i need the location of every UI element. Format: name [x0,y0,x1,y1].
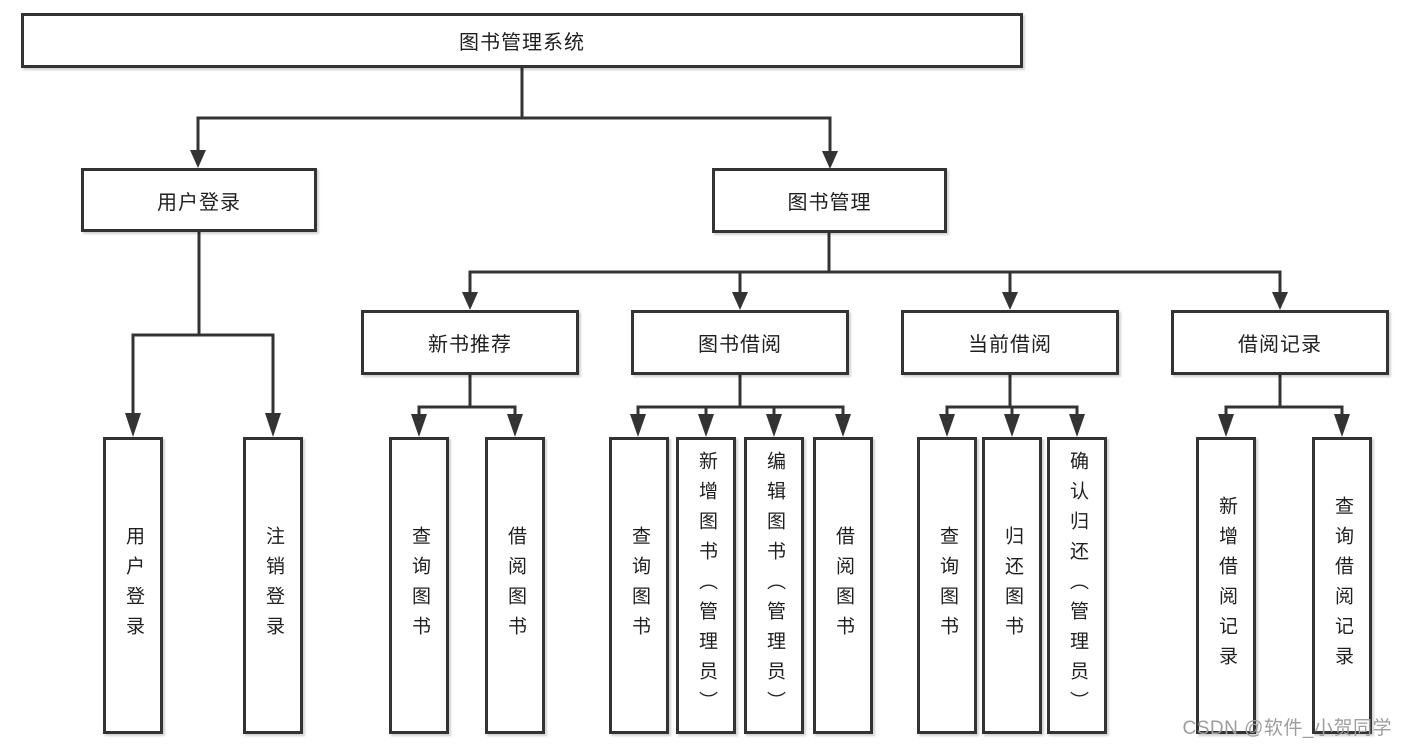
node-root-label: 图书管理系统 [459,32,585,54]
leaf-borrow-query-label: 查询图书 [628,525,650,646]
leaf-user-login: 用户登录 [103,437,163,734]
leaf-current-query-label: 查询图书 [936,525,958,646]
leaf-current-confirm-admin-label: 确认归还（管理员） [1066,450,1088,721]
node-user-login-label: 用户登录 [157,191,241,214]
leaf-newbooks-borrow-label: 借阅图书 [504,525,526,646]
node-book-management-label: 图书管理 [787,192,872,214]
arrowhead [1004,414,1020,437]
arrowhead [1272,292,1288,310]
connector-edges [131,68,1344,415]
node-current-borrow-label: 当前借阅 [968,334,1052,356]
leaf-borrow-edit-admin-label: 编辑图书（管理员） [763,450,785,721]
leaf-borrow-book-label: 借阅图书 [832,525,854,646]
arrowhead [1002,292,1018,310]
arrowhead [698,414,714,437]
node-current-borrow: 当前借阅 [901,310,1119,375]
leaf-logout-label: 注销登录 [262,525,284,646]
leaf-current-query: 查询图书 [917,437,977,734]
arrowhead [125,413,141,437]
node-borrow-records: 借阅记录 [1171,310,1389,375]
leaf-user-login-label: 用户登录 [122,525,144,646]
node-book-borrow-label: 图书借阅 [698,334,782,356]
leaf-newbooks-query: 查询图书 [389,437,449,734]
leaf-current-return-label: 归还图书 [1001,525,1023,646]
arrowhead [835,414,851,437]
arrowhead [190,150,206,168]
node-book-borrow: 图书借阅 [631,310,849,375]
node-book-management: 图书管理 [712,168,947,233]
leaf-borrow-query: 查询图书 [609,437,669,734]
node-root: 图书管理系统 [21,13,1023,68]
leaf-current-confirm-admin: 确认归还（管理员） [1047,437,1107,734]
leaf-current-return: 归还图书 [982,437,1042,734]
node-borrow-records-label: 借阅记录 [1238,334,1322,356]
leaf-newbooks-borrow: 借阅图书 [485,437,545,734]
arrowhead [1218,414,1234,437]
leaf-records-add-label: 新增借阅记录 [1215,495,1237,676]
arrowhead [411,414,427,437]
node-user-login: 用户登录 [81,168,317,232]
arrowhead [766,414,782,437]
arrowhead [265,413,281,437]
node-new-book-recommend: 新书推荐 [361,310,579,375]
arrowhead [822,151,838,169]
leaf-records-query-label: 查询借阅记录 [1331,495,1353,676]
arrowhead [732,292,748,310]
connector-arrowheads [125,150,1350,437]
leaf-borrow-book: 借阅图书 [813,437,873,734]
node-new-book-recommend-label: 新书推荐 [428,334,512,356]
leaf-borrow-add-admin-label: 新增图书（管理员） [695,450,717,721]
csdn-watermark: CSDN @软件_小贺同学 [1182,718,1392,739]
leaf-logout: 注销登录 [243,437,303,734]
arrowhead [1334,414,1350,437]
arrowhead [507,414,523,437]
leaf-records-add: 新增借阅记录 [1196,437,1256,734]
leaf-borrow-add-admin: 新增图书（管理员） [676,437,736,734]
arrowhead [1069,414,1085,437]
arrowhead [462,292,478,310]
arrowhead [630,414,646,437]
leaf-borrow-edit-admin: 编辑图书（管理员） [744,437,804,734]
arrowhead [939,414,955,437]
leaf-records-query: 查询借阅记录 [1312,437,1372,734]
leaf-newbooks-query-label: 查询图书 [408,525,430,646]
